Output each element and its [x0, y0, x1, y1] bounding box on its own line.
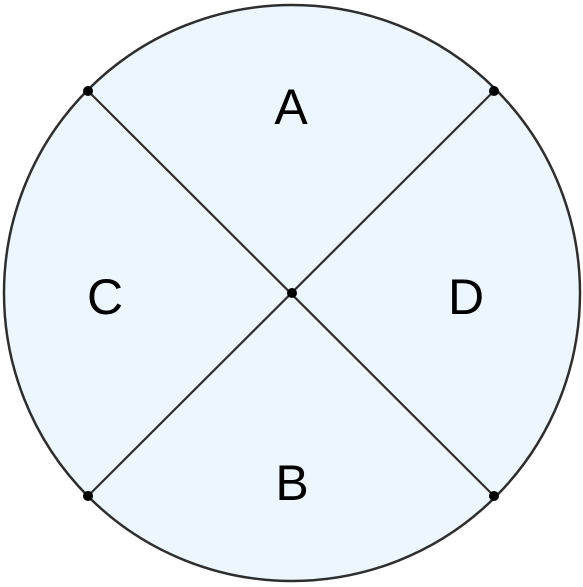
point-bottom-right — [489, 491, 499, 501]
point-bottom-left — [83, 491, 93, 501]
region-label-d: D — [448, 269, 484, 325]
point-center — [287, 288, 297, 298]
region-label-b: B — [275, 455, 308, 511]
region-label-c: C — [87, 269, 123, 325]
point-top-left — [83, 86, 93, 96]
region-label-a: A — [274, 79, 308, 135]
point-top-right — [489, 86, 499, 96]
